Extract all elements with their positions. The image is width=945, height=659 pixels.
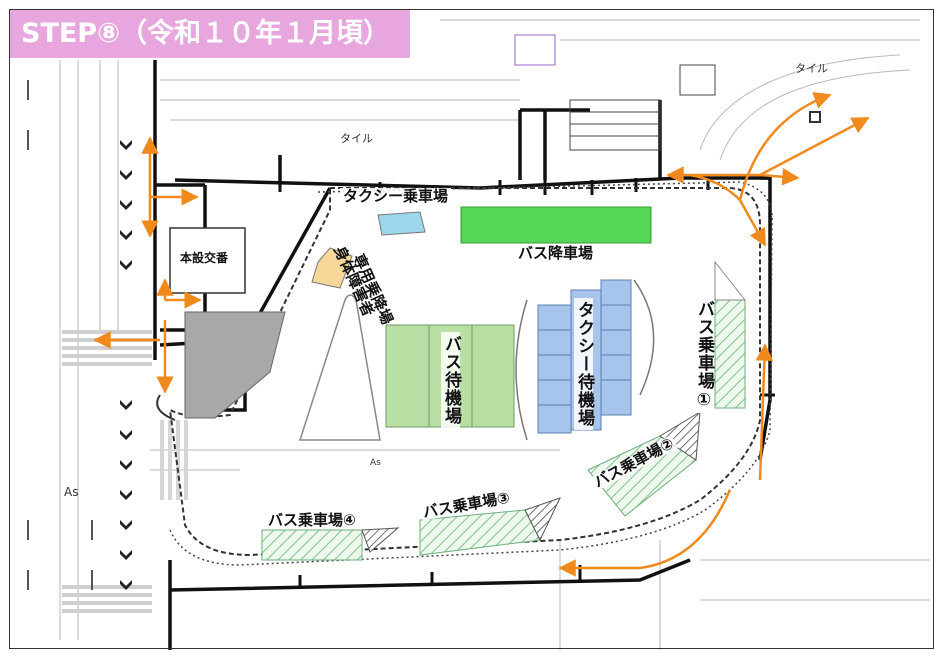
bus-waiting-label: バス待機場 — [441, 332, 461, 428]
taxi-lane-curve — [515, 299, 528, 441]
background-linework — [59, 19, 930, 650]
taxi-boarding-label: タクシー乗車場 — [340, 188, 452, 205]
pedestrian-flow-arrows — [93, 92, 870, 577]
bus-alighting-label: バス降車場 — [518, 244, 594, 262]
road-as-label-1: As — [64, 485, 78, 499]
crosswalk-left — [62, 330, 152, 613]
road-as-label-2: As — [370, 458, 381, 468]
police-area — [184, 311, 286, 419]
bus-stop-4-label: バス乗車場④ — [266, 511, 358, 529]
lane-chevrons — [120, 140, 132, 590]
police-box — [169, 227, 246, 294]
road-dashes — [27, 80, 93, 590]
police-box-label: 本設交番 — [180, 251, 229, 265]
taxi-boarding-area — [377, 211, 426, 236]
inner-island — [298, 294, 381, 441]
bus-alighting-area — [460, 206, 652, 244]
bus-stop-4-area — [261, 529, 363, 561]
bus-waiting-area — [385, 324, 515, 428]
plaza-island-outline — [168, 187, 761, 557]
road-surface-labels: As As タイル タイル — [64, 62, 828, 499]
step-title-banner: STEP⑧（令和１０年１月頃） — [9, 9, 410, 58]
bus-stop-1-label: バス乗車場① — [694, 298, 714, 413]
taxi-waiting-label: タクシー待機場 — [574, 298, 594, 430]
bus-stop-1-area — [714, 299, 746, 409]
station-building-lines — [514, 34, 821, 151]
tile-label-2: タイル — [795, 62, 828, 75]
disabled-boarding-area — [311, 247, 353, 289]
crosswalk-right — [160, 420, 188, 500]
tile-label-1: タイル — [340, 132, 373, 145]
